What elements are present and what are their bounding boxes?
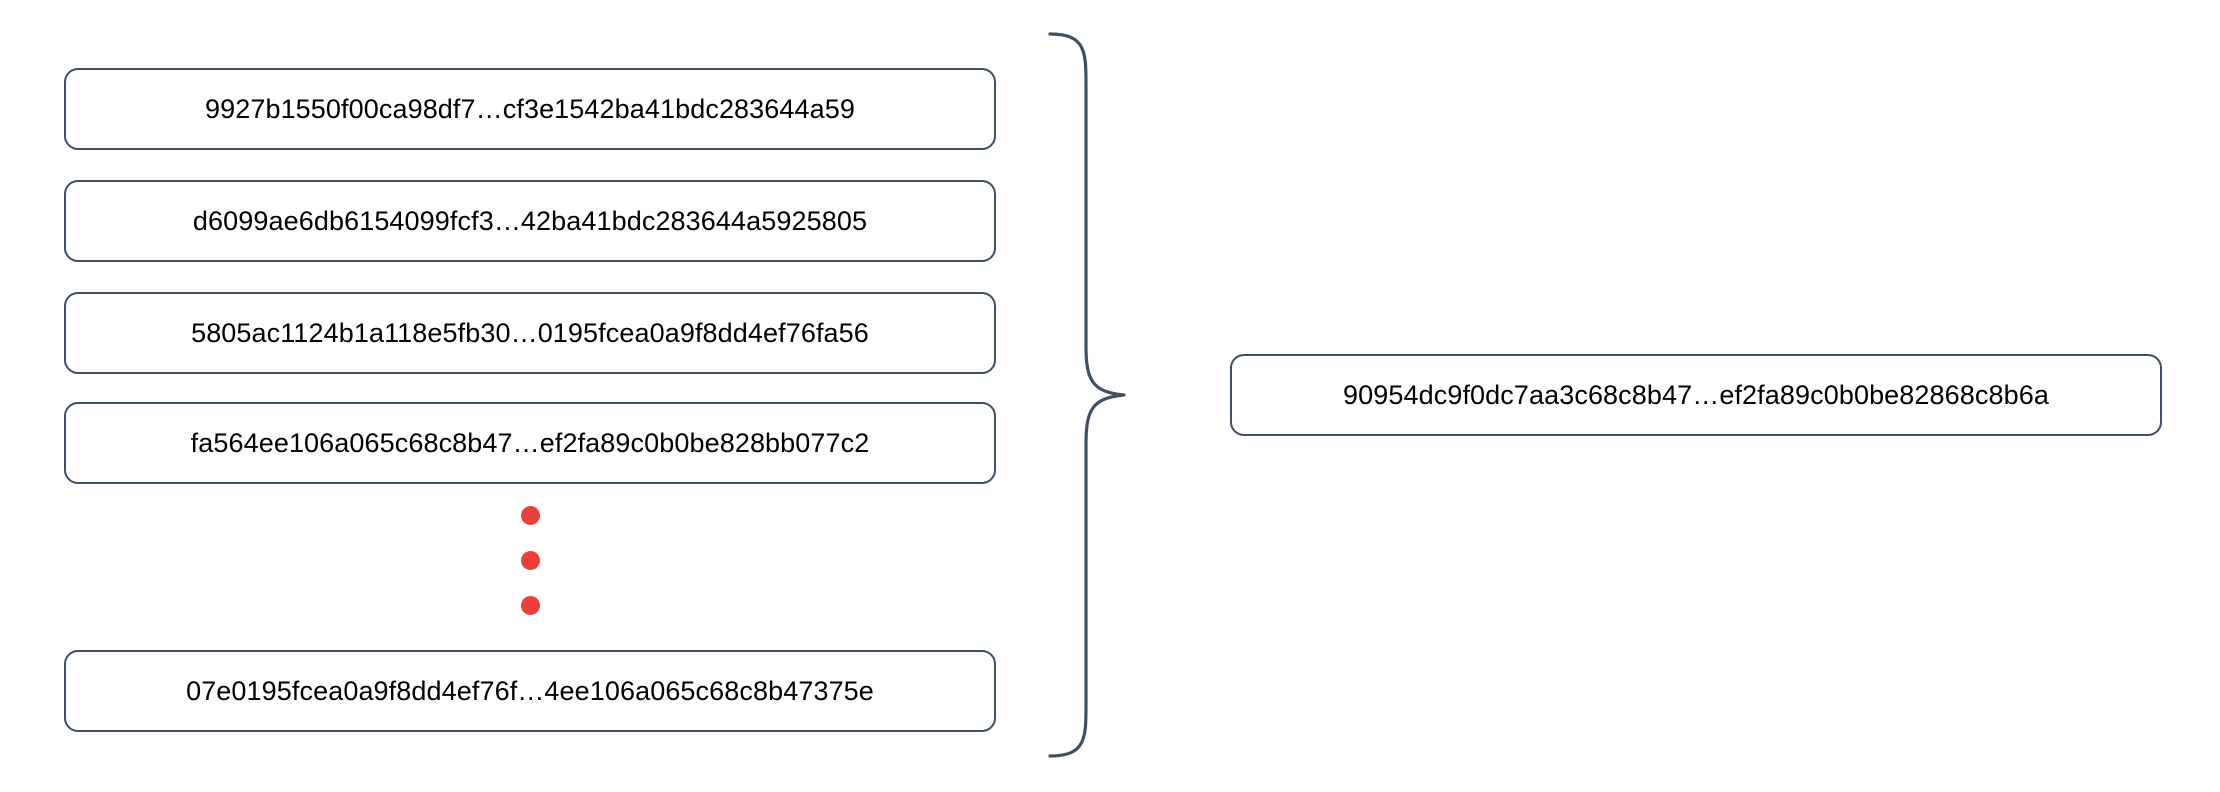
input-hash-box-5[interactable]: 07e0195fcea0a9f8dd4ef76f…4ee106a065c68c8… — [64, 650, 996, 732]
ellipsis-dot-icon — [520, 551, 540, 570]
vertical-ellipsis — [64, 506, 996, 615]
input-hash-box-4[interactable]: fa564ee106a065c68c8b47…ef2fa89c0b0be828b… — [64, 402, 996, 484]
output-hash-label: 90954dc9f0dc7aa3c68c8b47…ef2fa89c0b0be82… — [1343, 379, 2049, 410]
input-hash-box-1[interactable]: 9927b1550f00ca98df7…cf3e1542ba41bdc28364… — [64, 68, 996, 150]
ellipsis-dot-icon — [520, 506, 540, 525]
input-hash-label-4: fa564ee106a065c68c8b47…ef2fa89c0b0be828b… — [190, 427, 870, 458]
right-curly-brace-icon — [1040, 30, 1130, 760]
input-hash-box-3[interactable]: 5805ac1124b1a118e5fb30…0195fcea0a9f8dd4e… — [64, 292, 996, 374]
input-hash-box-2[interactable]: d6099ae6db6154099fcf3…42ba41bdc283644a59… — [64, 180, 996, 262]
input-hash-label-3: 5805ac1124b1a118e5fb30…0195fcea0a9f8dd4e… — [191, 317, 869, 348]
output-hash-box[interactable]: 90954dc9f0dc7aa3c68c8b47…ef2fa89c0b0be82… — [1230, 354, 2162, 436]
brace-svg — [1048, 32, 1126, 758]
input-hash-label-2: d6099ae6db6154099fcf3…42ba41bdc283644a59… — [192, 205, 868, 236]
ellipsis-dot-icon — [520, 596, 540, 615]
input-hash-label-5: 07e0195fcea0a9f8dd4ef76f…4ee106a065c68c8… — [186, 675, 874, 706]
input-hash-label-1: 9927b1550f00ca98df7…cf3e1542ba41bdc28364… — [204, 93, 855, 124]
